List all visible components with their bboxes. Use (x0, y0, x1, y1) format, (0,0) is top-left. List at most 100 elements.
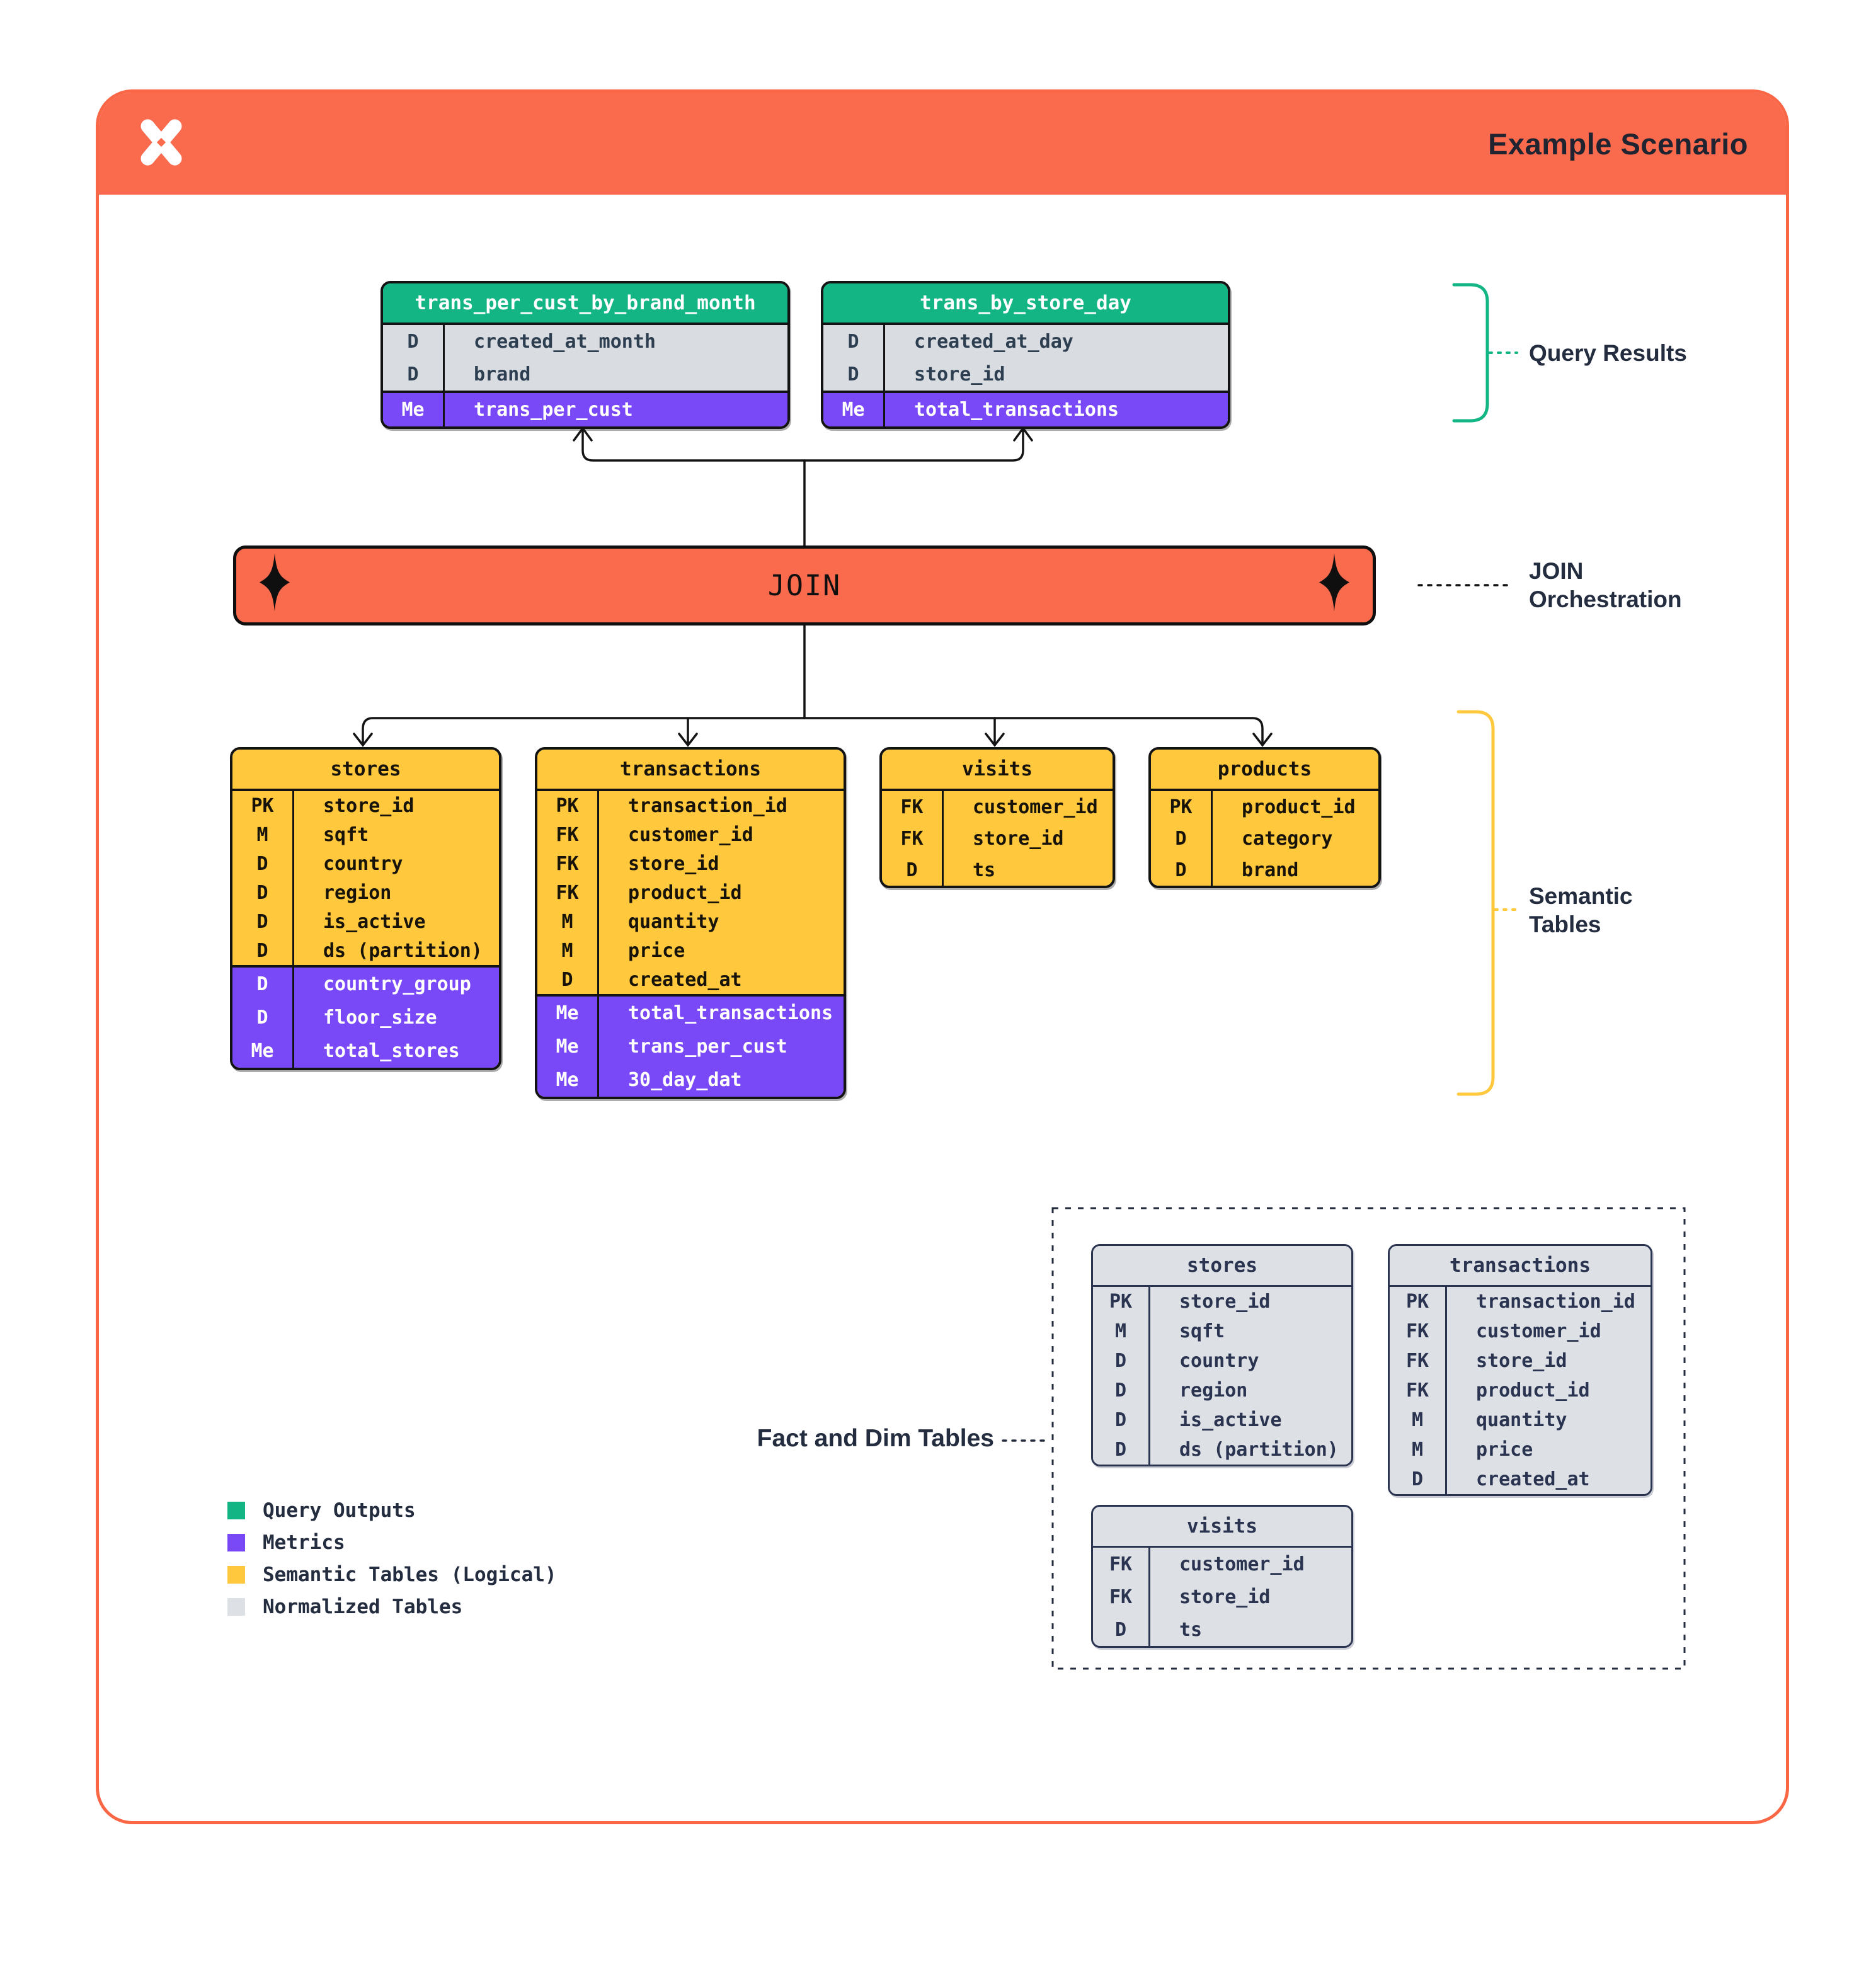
table-row: FK customer_id (882, 791, 1113, 823)
field-name: sqft (323, 823, 369, 846)
field-name: floor_size (323, 1007, 437, 1029)
field-name: quantity (1476, 1409, 1567, 1431)
field-name: created_at (1476, 1468, 1590, 1490)
sparkle-icon (258, 552, 292, 619)
field-key: D (232, 936, 294, 965)
field-key: D (1151, 823, 1213, 854)
field-key: D (1093, 1405, 1150, 1435)
field-key: D (232, 907, 294, 936)
field-name: customer_id (973, 796, 1098, 818)
field-key: D (232, 1001, 294, 1034)
dimension-section: D created_at_day D store_id (823, 325, 1228, 391)
field-key: FK (537, 849, 599, 878)
field-key: FK (537, 820, 599, 849)
field-key: D (1093, 1435, 1150, 1465)
table-title: trans_per_cust_by_brand_month (383, 283, 787, 325)
dimension-section: D created_at_month D brand (383, 325, 787, 391)
legend-swatch (227, 1501, 245, 1519)
field-key: Me (823, 393, 885, 426)
field-name: ts (1179, 1618, 1203, 1641)
field-name: customer_id (1179, 1553, 1305, 1575)
field-key: FK (1093, 1580, 1150, 1613)
field-name: store_id (323, 794, 415, 817)
field-name: created_at (628, 968, 742, 991)
pinwheel-x-logo-icon (137, 118, 186, 170)
field-key: D (383, 325, 445, 358)
field-name: price (1476, 1439, 1533, 1461)
sparkle-icon (1317, 552, 1351, 619)
field-name: customer_id (1476, 1320, 1601, 1342)
legend-swatch (227, 1597, 245, 1616)
field-name: store_id (1179, 1291, 1271, 1313)
field-key: D (232, 849, 294, 878)
field-name: product_id (628, 881, 742, 904)
field-key: Me (383, 393, 445, 426)
field-name: country (1179, 1350, 1259, 1372)
field-key: D (1093, 1346, 1150, 1376)
field-name: trans_per_cust (474, 399, 633, 421)
field-name: country (323, 852, 403, 875)
field-name: store_id (1476, 1350, 1567, 1372)
field-key: FK (1390, 1376, 1447, 1405)
field-key: M (1093, 1317, 1150, 1346)
field-key: D (232, 968, 294, 1001)
field-name: ds (partition) (323, 939, 483, 962)
field-key: D (823, 358, 885, 391)
field-name: country_group (323, 973, 471, 995)
field-key: Me (537, 997, 599, 1030)
fact-dim-label: Fact and Dim Tables (757, 1425, 994, 1452)
field-name: product_id (1476, 1380, 1590, 1402)
legend-swatch (227, 1533, 245, 1551)
field-name: brand (1242, 859, 1299, 881)
metric-section: Me total_transactions (823, 391, 1228, 426)
field-key: FK (882, 823, 944, 854)
table-title: visits (1093, 1507, 1351, 1548)
field-name: customer_id (628, 823, 753, 846)
field-key: D (537, 965, 599, 994)
field-key: Me (537, 1063, 599, 1097)
semantic-tables-label: Semantic Tables (1529, 883, 1633, 937)
field-key: FK (882, 791, 944, 823)
field-name: region (323, 881, 392, 904)
legend-item-normalized-tables: Normalized Tables (227, 1591, 557, 1623)
query-table-trans-by-store-day: trans_by_store_day D created_at_day D st… (821, 281, 1230, 429)
field-name: brand (474, 363, 531, 386)
legend-item-metrics: Metrics (227, 1526, 557, 1558)
field-key: D (1093, 1376, 1150, 1405)
field-key: PK (1390, 1287, 1447, 1317)
join-label: JOIN (767, 569, 842, 602)
legend-label: Semantic Tables (Logical) (263, 1563, 557, 1586)
field-key: FK (1093, 1548, 1150, 1580)
field-name: ts (973, 859, 996, 881)
table-row: D brand (383, 358, 787, 391)
page-title: Example Scenario (1488, 127, 1748, 161)
table-row: D created_at_month (383, 325, 787, 358)
table-title: transactions (537, 750, 844, 791)
